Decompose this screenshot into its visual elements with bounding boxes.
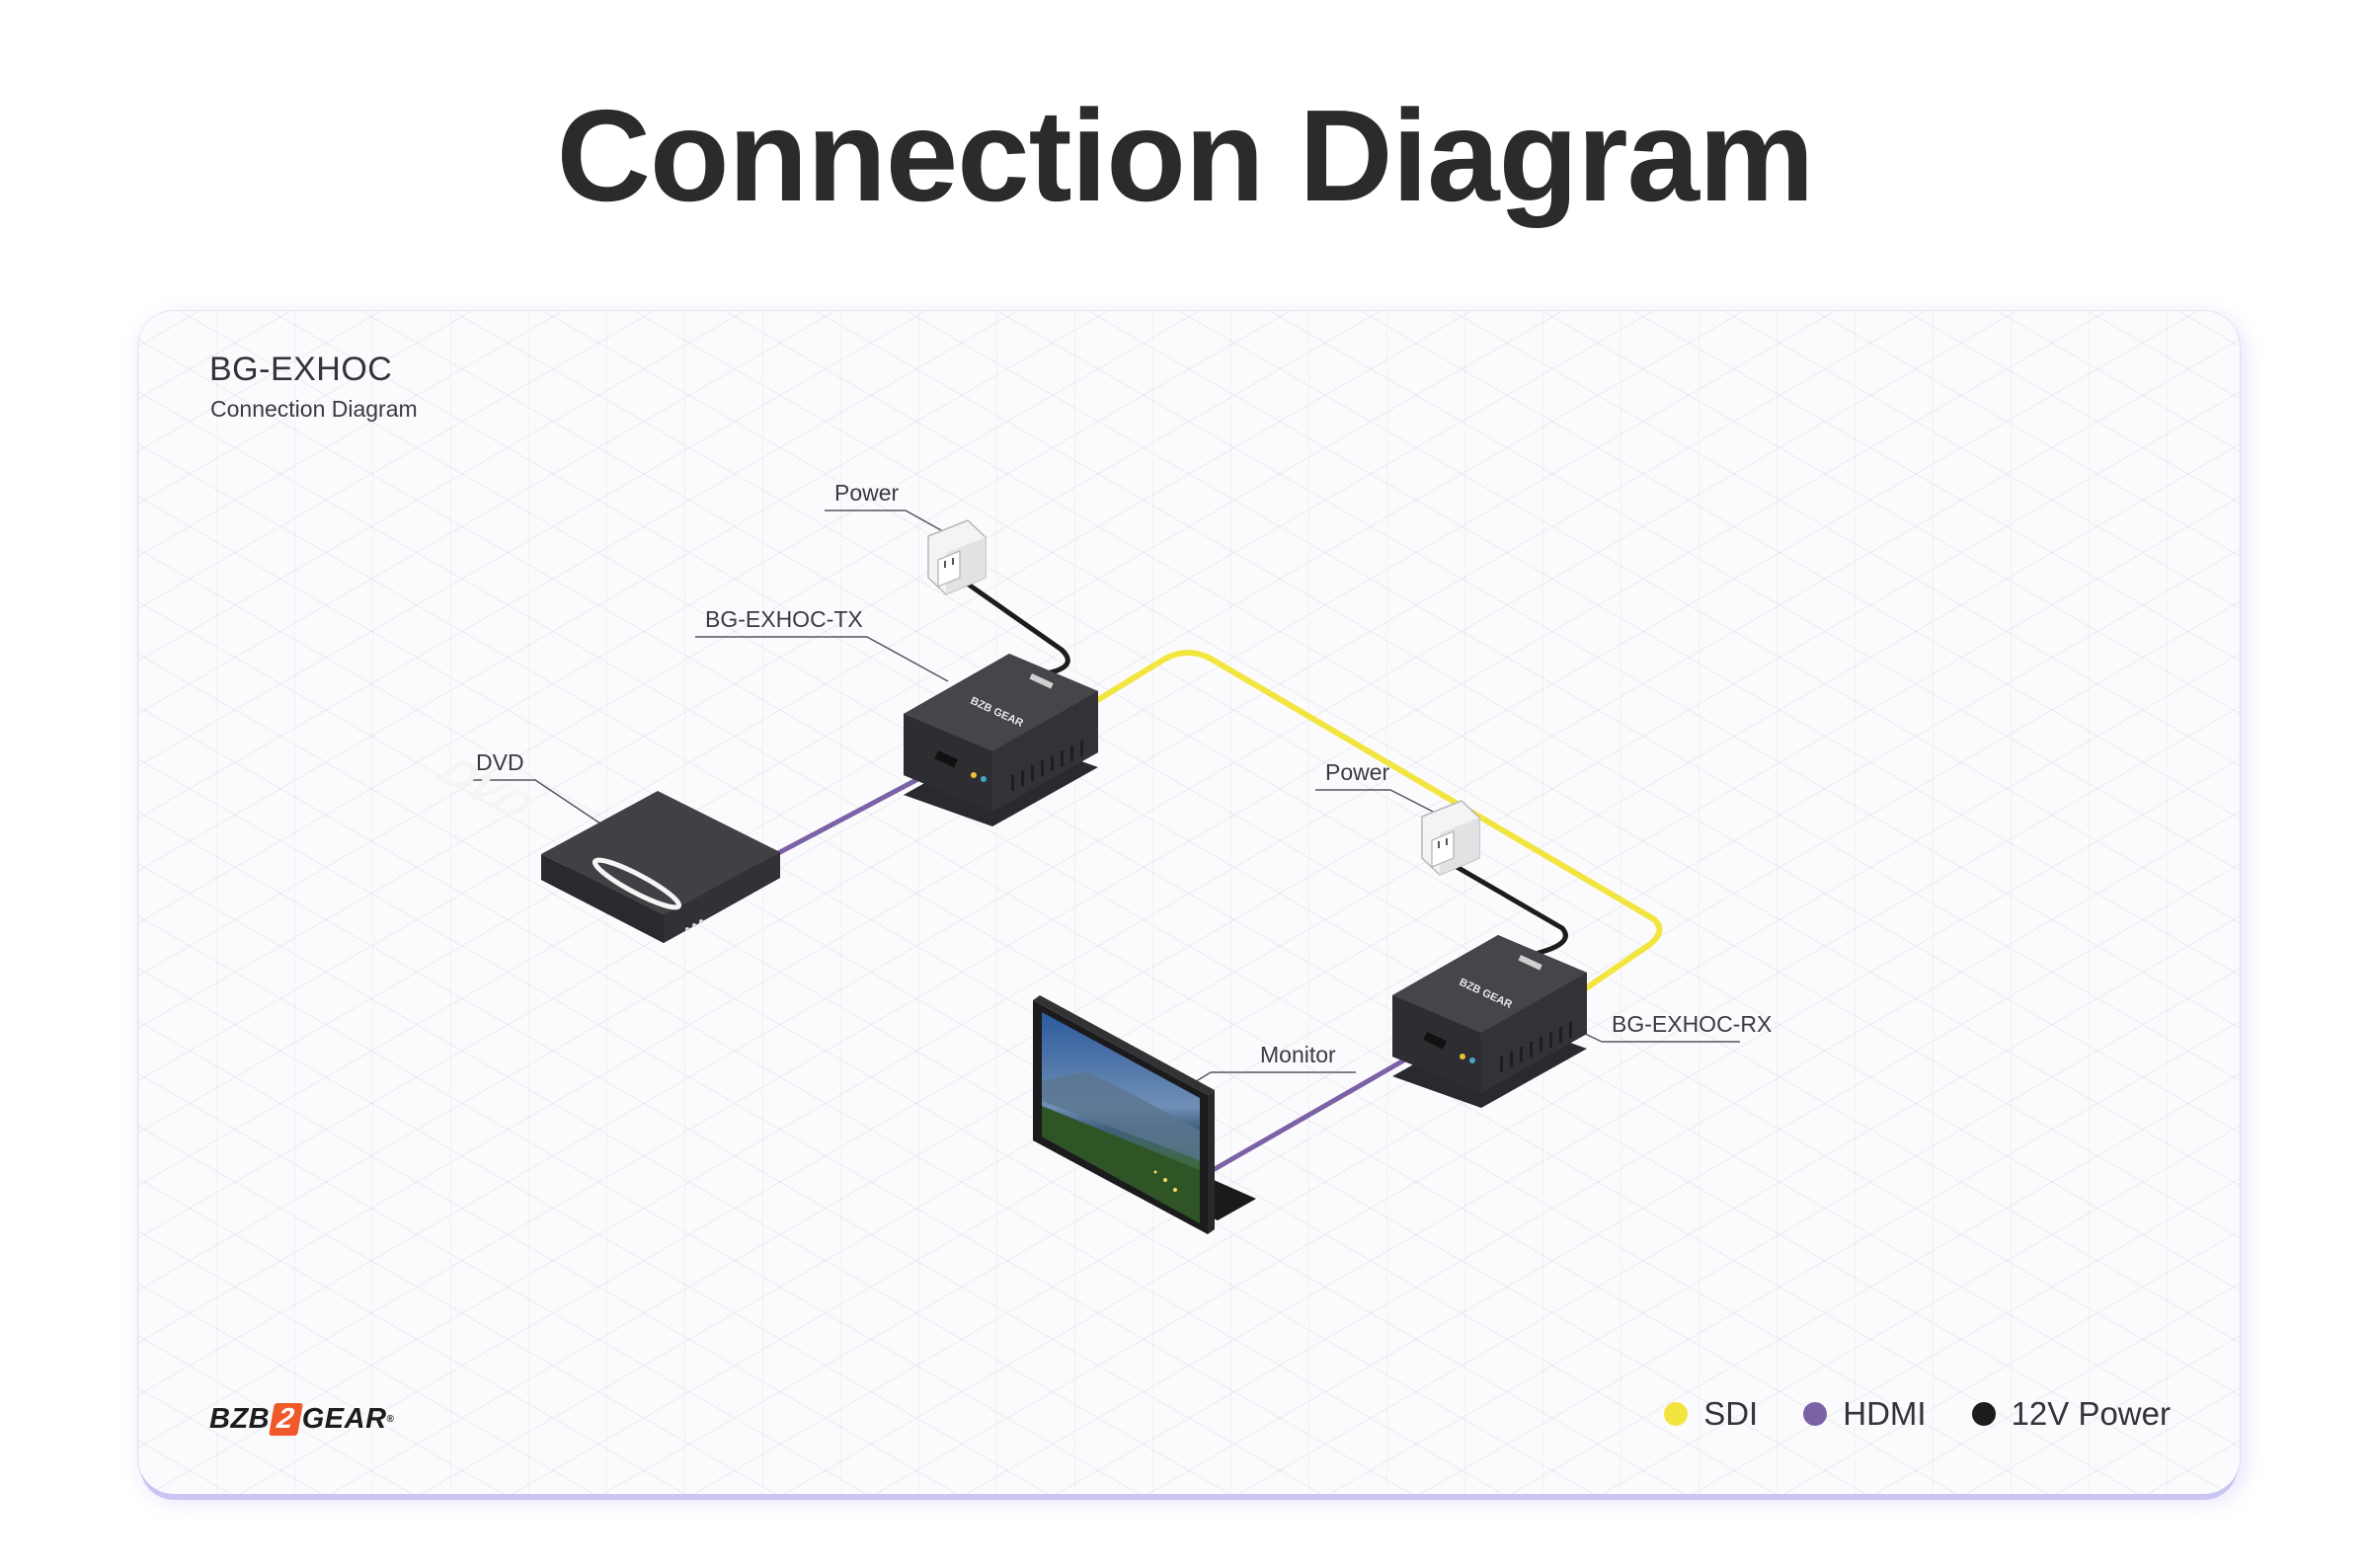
dvd-player: DVD — [428, 749, 780, 943]
diagram-card: BZB GEAR BZB GEAR — [138, 311, 2240, 1494]
brand-number: 2 — [269, 1403, 303, 1436]
power-outlet-rx — [1421, 800, 1480, 876]
legend-dot-sdi — [1664, 1402, 1689, 1426]
power-outlet-tx — [927, 519, 987, 595]
transmitter-device: BZB GEAR — [904, 654, 1098, 826]
label-power-rx: Power — [1325, 759, 1390, 785]
legend-item-power: 12V Power — [1971, 1395, 2171, 1433]
monitor-device — [1033, 995, 1256, 1234]
brand-prefix: BZB — [209, 1403, 271, 1435]
legend-dot-power — [1971, 1402, 1996, 1426]
diagram-canvas: BZB GEAR BZB GEAR — [428, 510, 1740, 1234]
legend-label-power: 12V Power — [2011, 1395, 2171, 1432]
label-dvd: DVD — [476, 749, 524, 775]
power-cable-rx — [1449, 861, 1568, 956]
label-transmitter: BG-EXHOC-TX — [705, 606, 863, 632]
diagram-subtitle: Connection Diagram — [210, 396, 418, 422]
diagram-title: BG-EXHOC — [209, 351, 393, 388]
legend: SDI HDMI 12V Power — [1664, 1395, 2171, 1433]
sdi-cable — [1088, 650, 1663, 995]
leader-transmitter — [695, 636, 949, 682]
legend-item-sdi: SDI — [1664, 1395, 1758, 1433]
page-title: Connection Diagram — [556, 83, 1815, 228]
bzbgear-logo: BZB 2 GEAR ® — [209, 1403, 394, 1436]
leader-power-rx — [1315, 789, 1440, 816]
receiver-device: BZB GEAR — [1392, 935, 1587, 1108]
leader-dvd — [466, 779, 613, 832]
label-monitor: Monitor — [1260, 1042, 1336, 1067]
legend-dot-hdmi — [1803, 1402, 1828, 1426]
label-power-tx: Power — [834, 480, 900, 506]
label-receiver: BG-EXHOC-RX — [1612, 1011, 1773, 1037]
leader-power-tx — [825, 510, 951, 536]
legend-item-hdmi: HDMI — [1803, 1395, 1927, 1433]
brand-suffix: GEAR — [301, 1403, 387, 1435]
power-cable-tx — [963, 580, 1070, 676]
legend-label-sdi: SDI — [1703, 1395, 1759, 1432]
hdmi-cable-monitor — [1205, 1037, 1443, 1176]
brand-trademark: ® — [386, 1414, 395, 1425]
legend-label-hdmi: HDMI — [1843, 1395, 1927, 1432]
